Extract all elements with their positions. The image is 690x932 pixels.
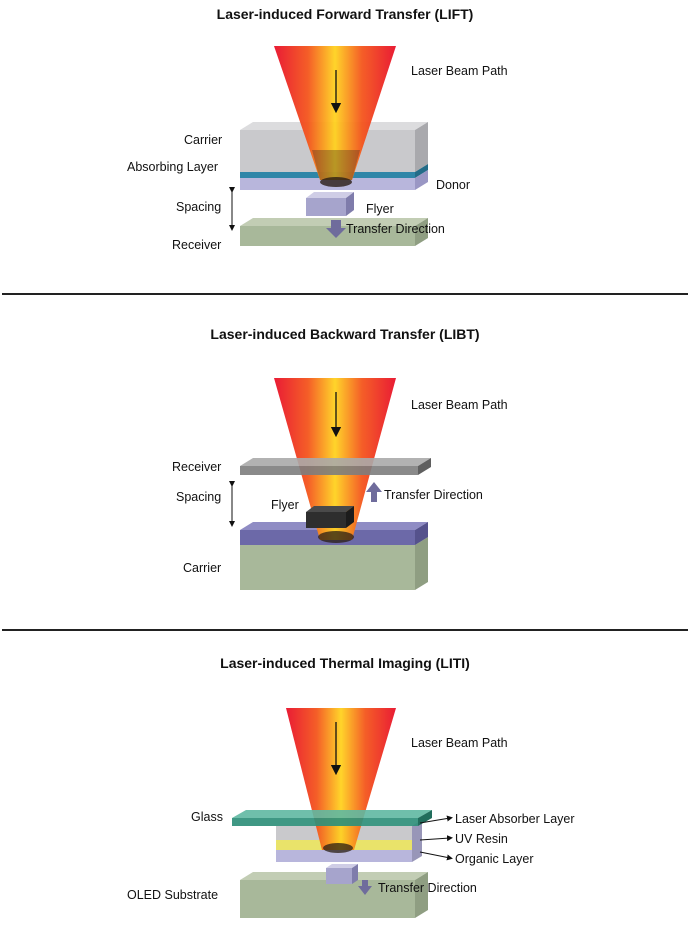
libt-flyer-label: Flyer	[271, 498, 299, 512]
libt-receiver-label: Receiver	[172, 460, 222, 474]
libt-receiver-plate	[240, 458, 431, 475]
divider-2	[2, 629, 688, 631]
liti-substrate-label: OLED Substrate	[127, 888, 219, 902]
liti-glass-plate	[232, 810, 432, 826]
liti-uv-pointer	[419, 835, 453, 842]
liti-glass-label: Glass	[191, 810, 223, 824]
liti-title: Laser-induced Thermal Imaging (LITI)	[220, 655, 470, 671]
liti-absorber-label: Laser Absorber Layer	[455, 812, 575, 826]
libt-diagram	[229, 378, 431, 590]
libt-title: Laser-induced Backward Transfer (LIBT)	[210, 326, 480, 342]
liti-uv-label: UV Resin	[455, 832, 508, 846]
lift-title: Laser-induced Forward Transfer (LIFT)	[216, 6, 474, 22]
liti-organic-pointer	[419, 851, 453, 861]
libt-carrier-label: Carrier	[183, 561, 222, 575]
lift-transfer-arrow	[326, 220, 346, 238]
lift-receiver-label: Receiver	[172, 238, 222, 252]
liti-beam-label: Laser Beam Path	[411, 736, 508, 750]
lift-carrier-label: Carrier	[184, 133, 223, 147]
libt-transfer-label: Transfer Direction	[384, 488, 483, 502]
lift-flyer-label: Flyer	[366, 202, 394, 216]
liti-diagram	[232, 708, 453, 918]
libt-spacing-label: Spacing	[176, 490, 222, 504]
liti-organic-label: Organic Layer	[455, 852, 534, 866]
divider-1	[2, 293, 688, 295]
lift-transfer-label: Transfer Direction	[346, 222, 445, 236]
liti-flyer	[326, 864, 358, 884]
lift-diagram	[229, 46, 428, 246]
liti-transfer-label: Transfer Direction	[378, 881, 477, 895]
lift-flyer	[306, 192, 354, 216]
lift-spacing-label: Spacing	[176, 200, 222, 214]
libt-flyer	[306, 506, 354, 528]
lift-absorbing-label: Absorbing Layer	[127, 160, 219, 174]
libt-beam-label: Laser Beam Path	[411, 398, 508, 412]
liti-transfer-arrow	[358, 880, 372, 895]
libt-transfer-arrow	[366, 482, 382, 502]
liti-absorber-pointer	[419, 815, 453, 824]
lift-beam-label: Laser Beam Path	[411, 64, 508, 78]
lift-donor-label: Donor	[436, 178, 471, 192]
